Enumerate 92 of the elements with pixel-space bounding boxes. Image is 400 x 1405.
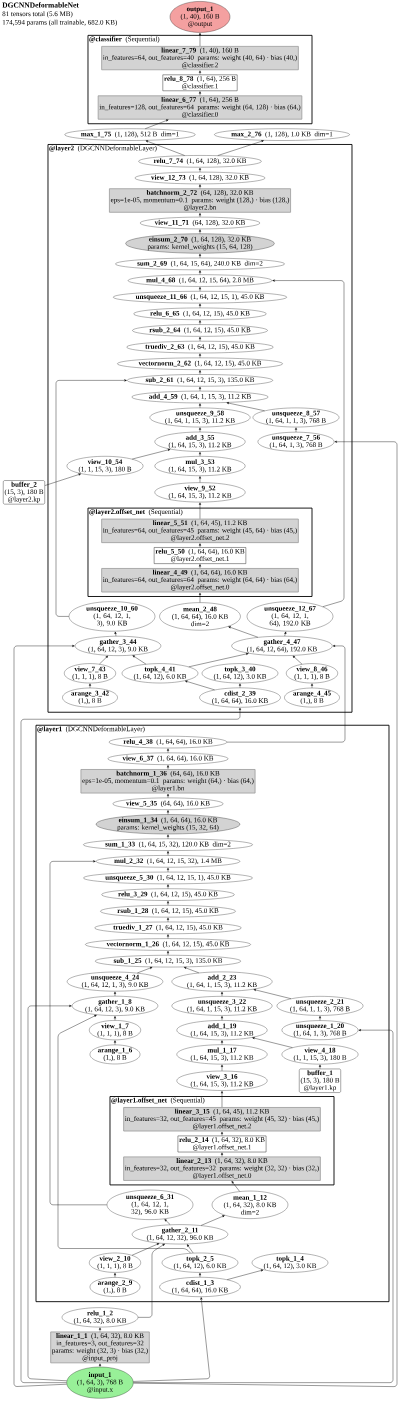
arrow	[284, 631, 287, 637]
arrow	[99, 655, 108, 665]
arrow	[57, 1014, 191, 1254]
arrow	[226, 402, 265, 411]
arrow	[310, 683, 314, 689]
arrow	[200, 1215, 225, 1226]
arrow	[145, 140, 185, 156]
arrow	[292, 655, 303, 665]
arrow	[88, 683, 92, 689]
arrow	[166, 793, 170, 798]
arrow	[113, 1272, 117, 1278]
arrow	[198, 353, 202, 358]
arrow	[198, 386, 202, 392]
arrow	[252, 1037, 293, 1048]
arrow	[198, 286, 202, 292]
arrow	[220, 1040, 224, 1045]
arrow	[220, 1131, 224, 1136]
arrow	[188, 652, 249, 668]
arrow	[198, 32, 202, 47]
arrow	[198, 184, 202, 189]
arrow	[166, 748, 170, 753]
arrow	[98, 1363, 102, 1368]
arrow	[198, 270, 202, 275]
arrow	[318, 1064, 322, 1069]
arrow	[187, 1244, 194, 1254]
arrow	[198, 502, 202, 519]
arrow	[272, 279, 345, 607]
arrow	[198, 253, 202, 259]
arrow	[220, 1015, 224, 1021]
arrow	[27, 1004, 72, 1381]
arrow	[198, 320, 202, 325]
arrow	[113, 991, 117, 997]
arrow	[133, 1297, 210, 1382]
arrow	[133, 440, 398, 1387]
arrow	[198, 370, 202, 375]
arrow	[145, 119, 169, 129]
arrow	[198, 213, 202, 218]
arrow	[198, 592, 202, 603]
arrow	[226, 1269, 264, 1280]
arrow	[166, 765, 170, 770]
arrow	[226, 644, 346, 743]
arrow	[113, 1040, 117, 1045]
arrow	[98, 1327, 102, 1332]
arrow	[166, 950, 170, 956]
arrow	[198, 451, 202, 457]
arrow	[183, 967, 200, 974]
arrow	[137, 967, 153, 974]
arrow	[166, 934, 170, 939]
arrow	[166, 901, 170, 906]
arrow	[185, 680, 215, 691]
arrow	[114, 631, 117, 637]
arrow	[166, 834, 170, 839]
arrow	[198, 336, 202, 342]
arrow	[166, 810, 170, 815]
arrow	[220, 1090, 224, 1108]
arrow	[253, 988, 292, 999]
arrow	[113, 1016, 117, 1021]
arrow	[166, 917, 170, 923]
arrow	[132, 655, 147, 665]
arrow	[198, 1272, 202, 1278]
arrow	[198, 303, 202, 308]
arrow	[55, 379, 127, 617]
arrow	[217, 140, 264, 156]
arrow	[220, 1064, 224, 1072]
arrow	[198, 427, 202, 433]
arrow	[166, 867, 170, 873]
arrow	[238, 683, 242, 688]
arrow	[198, 229, 202, 234]
arrow	[198, 403, 202, 408]
arrow	[49, 860, 108, 1206]
arrow	[198, 564, 202, 569]
arrow	[318, 1015, 322, 1021]
arrow	[198, 476, 202, 483]
arrow	[198, 91, 202, 96]
arrow	[220, 1152, 224, 1157]
arrow	[294, 427, 298, 433]
arrow	[166, 884, 170, 889]
arrow	[220, 991, 224, 997]
arrow	[228, 626, 259, 638]
arrow	[137, 1243, 165, 1318]
arrow	[133, 1029, 394, 1383]
arrow	[131, 1243, 160, 1256]
arrow	[166, 851, 170, 856]
arrow	[231, 1181, 240, 1192]
arrow	[198, 70, 202, 75]
arrow	[198, 167, 202, 173]
arrow	[164, 1219, 171, 1225]
arrow	[20, 707, 242, 1383]
arrow	[132, 448, 171, 460]
arrow	[13, 644, 75, 1387]
arrow	[198, 543, 202, 548]
arrow	[44, 473, 81, 486]
